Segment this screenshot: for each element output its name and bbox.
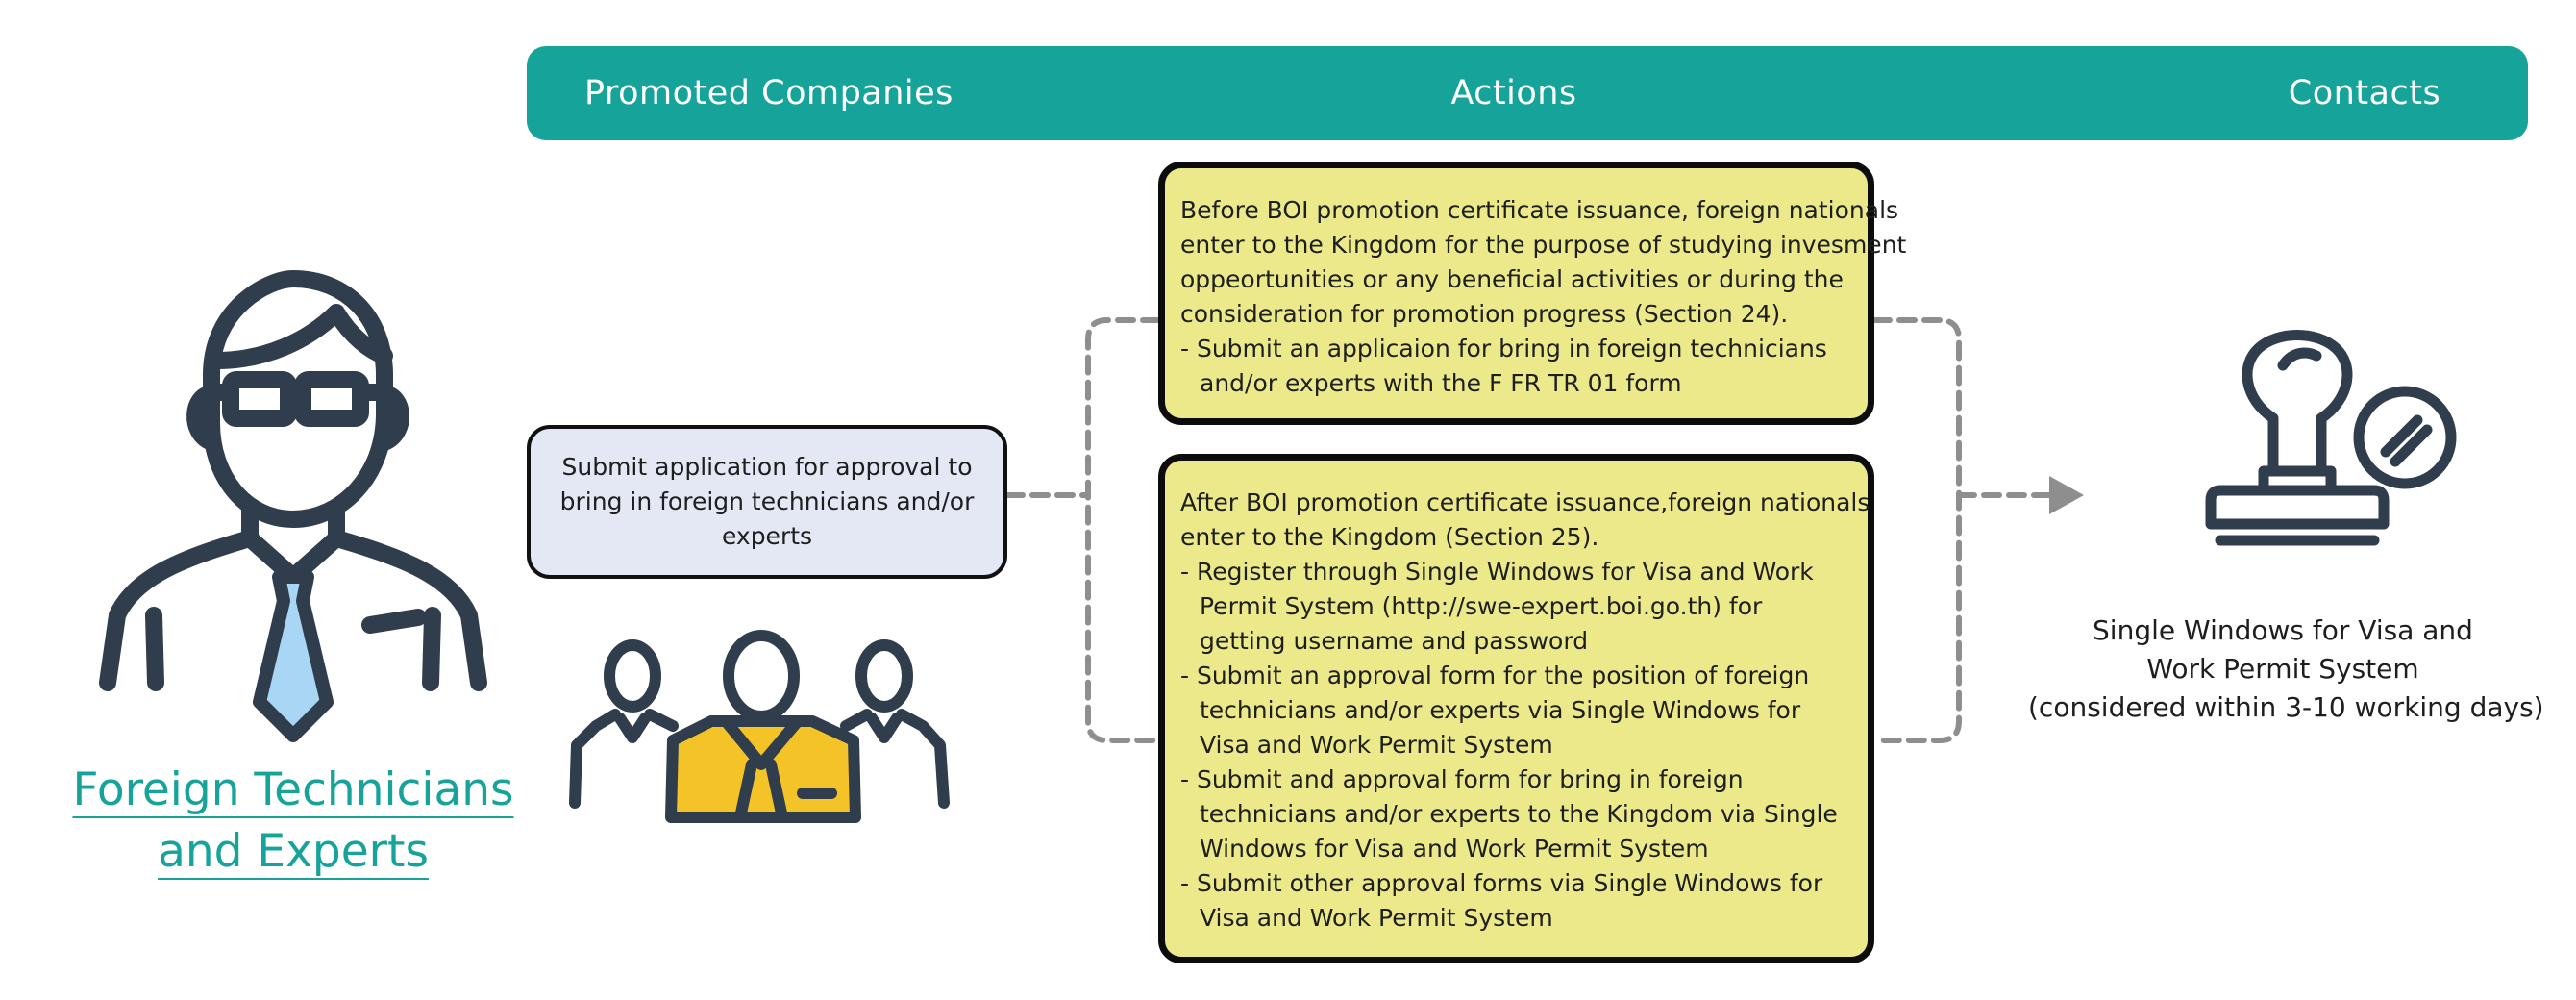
connector-left-bracket bbox=[1085, 317, 1161, 743]
action-bottom-item: - Submit an approval form for the positi… bbox=[1180, 662, 1810, 759]
contact-line1: Single Windows for Visa and bbox=[2093, 614, 2473, 646]
header-band bbox=[527, 46, 2528, 140]
contact-description: Single Windows for Visa and Work Permit … bbox=[2028, 612, 2544, 727]
action-top-line: enter to the Kingdom for the purpose of … bbox=[1180, 231, 1907, 259]
action-top-line: Before BOI promotion certificate issuanc… bbox=[1180, 196, 1899, 224]
action-after-certificate: After BOI promotion certificate issuance… bbox=[1158, 454, 1874, 963]
team-icon bbox=[569, 630, 950, 823]
action-top-line: oppeortunities or any beneficial activit… bbox=[1180, 265, 1844, 293]
person-label-line1: Foreign Technicians bbox=[72, 763, 514, 816]
businessman-icon bbox=[99, 270, 487, 742]
action-bottom-item: - Submit other approval forms via Single… bbox=[1180, 869, 1823, 932]
submit-application-text: Submit application for approval to bring… bbox=[559, 453, 975, 550]
stamp-icon bbox=[2205, 330, 2457, 546]
action-bottom-item: - Register through Single Windows for Vi… bbox=[1180, 558, 1814, 655]
arrow-head bbox=[2049, 476, 2084, 514]
action-bottom-item: - Submit and approval form for bring in … bbox=[1180, 765, 1838, 862]
header-promoted-companies: Promoted Companies bbox=[584, 74, 954, 112]
contact-line3: (considered within 3-10 working days) bbox=[2028, 691, 2544, 723]
action-before-certificate: Before BOI promotion certificate issuanc… bbox=[1158, 162, 1907, 425]
connector-right-bracket bbox=[1871, 317, 1962, 743]
person-label: Foreign Technicians and Experts bbox=[38, 760, 548, 883]
header-actions: Actions bbox=[1450, 74, 1577, 112]
header-contacts: Contacts bbox=[2288, 74, 2441, 112]
action-top-line: consideration for promotion progress (Se… bbox=[1180, 300, 1789, 328]
action-top-item: - Submit an applicaion for bring in fore… bbox=[1180, 335, 1827, 397]
person-label-line2: and Experts bbox=[158, 825, 429, 878]
action-bottom-line: After BOI promotion certificate issuance… bbox=[1180, 488, 1870, 516]
submit-application-box: Submit application for approval to bring… bbox=[527, 425, 1007, 579]
contact-line2: Work Permit System bbox=[2146, 653, 2419, 685]
action-bottom-line: enter to the Kingdom (Section 25). bbox=[1180, 523, 1599, 551]
